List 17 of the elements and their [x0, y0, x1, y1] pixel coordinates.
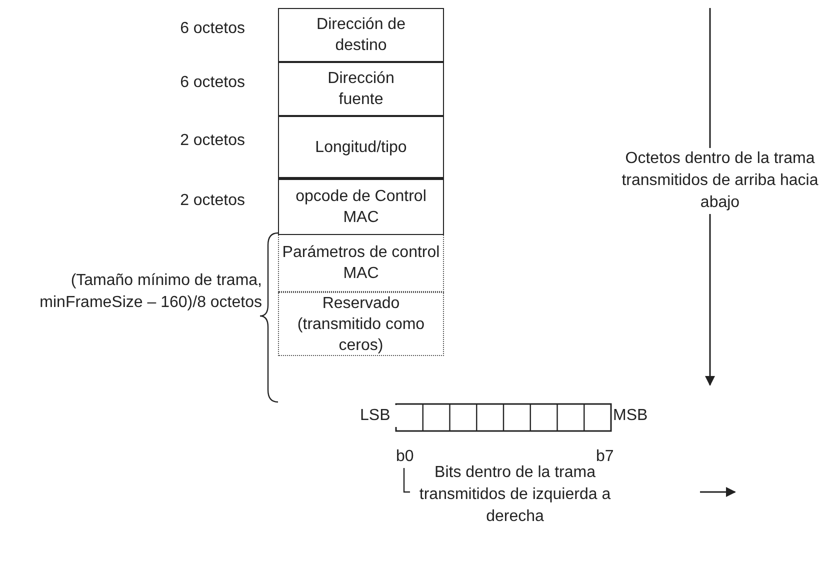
octet-count: 2 octetos — [180, 131, 245, 151]
octet-count: 6 octetos — [180, 19, 245, 39]
frame-field-box — [278, 292, 444, 356]
octet-count: 2 octetos — [180, 190, 245, 210]
frame-field-box — [278, 178, 444, 235]
frame-field-box — [278, 8, 444, 62]
field-name: Parámetros de control MAC — [281, 243, 441, 284]
field-name: Dirección fuente — [326, 69, 396, 110]
frame-field-box — [278, 235, 444, 292]
frame-field-box — [278, 116, 444, 178]
field-name: Dirección de destino — [316, 15, 406, 56]
octet-count: 6 octetos — [180, 73, 245, 93]
field-name: Longitud/tipo — [314, 138, 408, 158]
frame-field-box — [278, 62, 444, 116]
field-name: Reservado (transmitido como ceros) — [296, 294, 426, 356]
field-name: opcode de Control MAC — [294, 187, 428, 228]
bit-order-label: LSB — [360, 405, 400, 427]
